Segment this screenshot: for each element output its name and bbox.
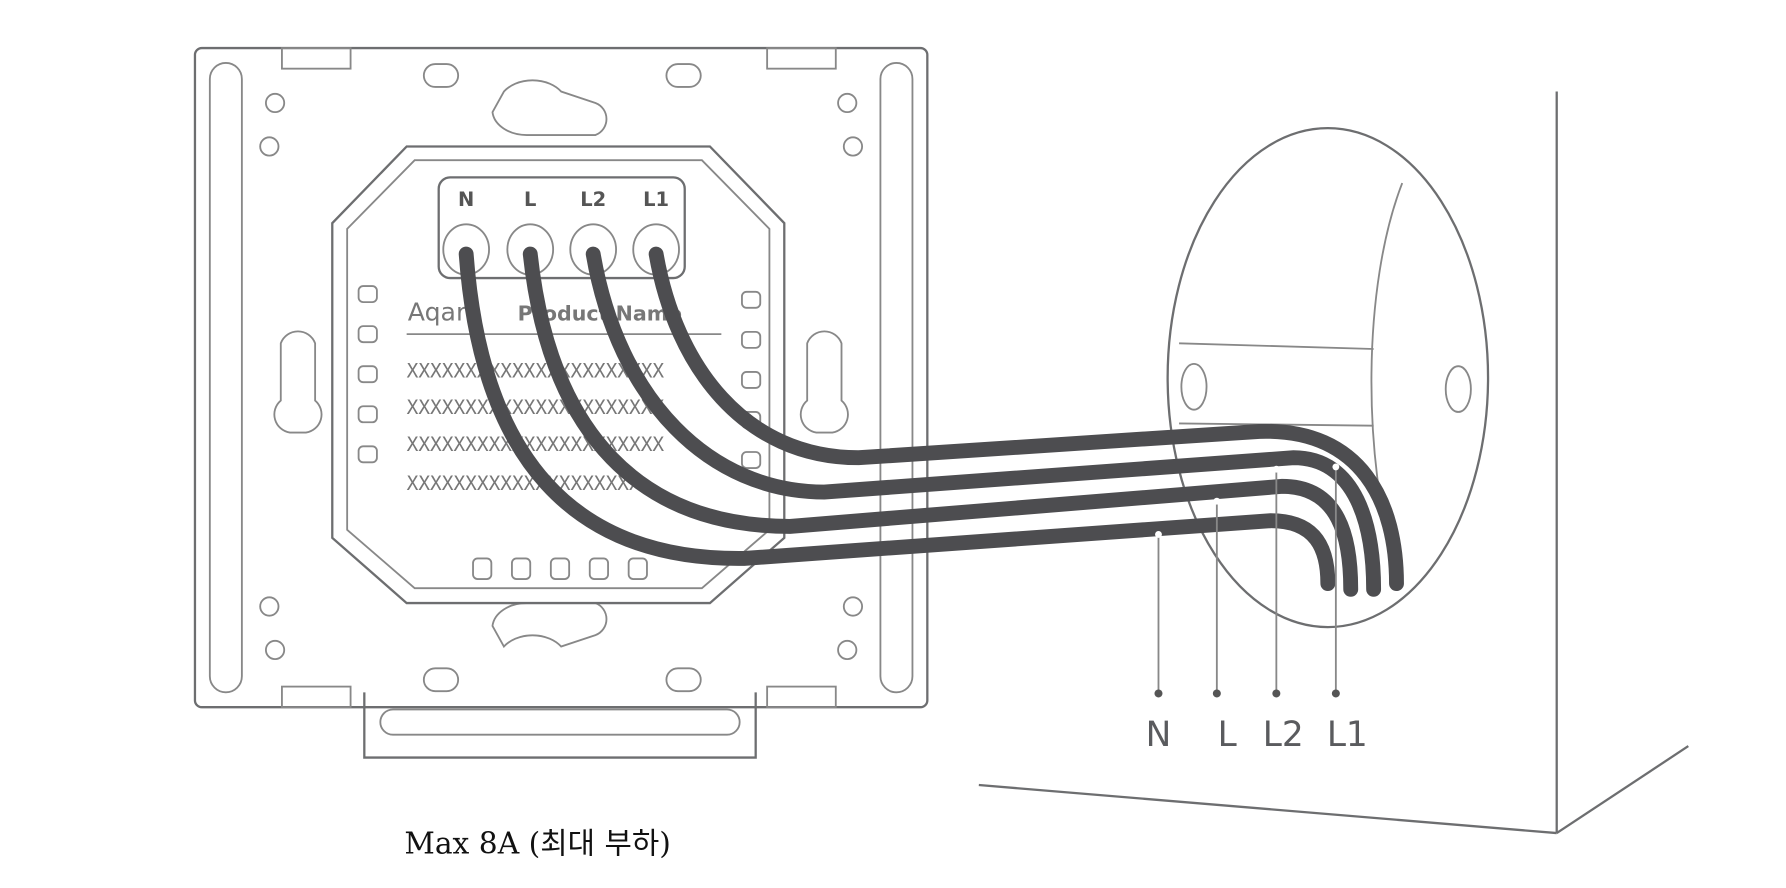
product-name: Product Name <box>518 301 682 325</box>
terminal-holes <box>442 223 680 276</box>
spec-line: XXXXXXXXXXXXXXXXXXXX <box>407 472 641 495</box>
wire-l <box>522 246 1359 597</box>
spec-line: XXXXXXXXXXXXXXXXXXXXXX <box>407 433 665 456</box>
spec-line: XXXXXXXXXXXXXXXXXXXXXX <box>407 396 665 419</box>
mounting-plate <box>193 46 929 759</box>
wire-l1 <box>648 246 1404 592</box>
wire-callouts: N L L2 L1 <box>1146 463 1368 755</box>
wire-l2 <box>585 246 1382 597</box>
terminal-label-l: L <box>524 188 536 211</box>
wall-box <box>1166 127 1490 629</box>
wire-label-l: L <box>1218 715 1237 755</box>
wall <box>978 91 1689 835</box>
wire-label-l1: L1 <box>1327 715 1368 755</box>
module-side-pins <box>357 285 762 580</box>
wires <box>458 246 1404 597</box>
terminal-label-n: N <box>458 188 474 211</box>
spec-line: XXXXXXXXXXXXXXXXXXXXXX <box>407 360 665 383</box>
wire-n <box>458 246 1336 592</box>
wire-label-l2: L2 <box>1263 715 1304 755</box>
terminal-label-l2: L2 <box>580 188 606 211</box>
max-load-caption: Max 8A (최대 부하) <box>404 827 670 862</box>
terminal-label-l1: L1 <box>643 188 669 211</box>
wire-label-n: N <box>1146 715 1172 755</box>
